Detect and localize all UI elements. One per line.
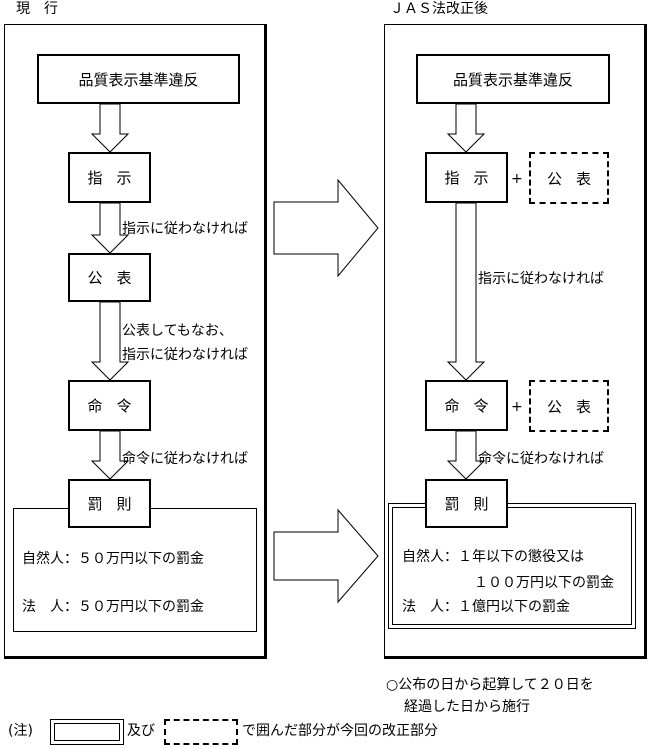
left-penalty-detail-box bbox=[13, 508, 257, 632]
note-prefix: (注) bbox=[8, 723, 33, 739]
right-instruction-box: 指示 bbox=[425, 152, 508, 203]
right-natural-person-penalty-1: 自然人：１年以下の懲役又は bbox=[402, 549, 584, 565]
right-publication-label-2: 公表 bbox=[546, 397, 605, 416]
transition-arrow bbox=[273, 508, 379, 604]
down-arrow bbox=[446, 430, 486, 480]
right-order-label: 命令 bbox=[444, 397, 503, 415]
left-order-box: 命令 bbox=[68, 380, 151, 431]
note-suffix: で囲んだ部分が今回の改正部分 bbox=[242, 723, 438, 739]
right-order-box: 命令 bbox=[425, 380, 508, 431]
left-penalty-box: 罰則 bbox=[68, 479, 151, 528]
right-heading: ＪＡＳ法改正後 bbox=[390, 1, 488, 17]
transition-arrow bbox=[273, 178, 379, 278]
right-condition-1: 指示に従わなければ bbox=[478, 271, 604, 287]
note-and: 及び bbox=[127, 723, 155, 739]
left-penalty-label: 罰則 bbox=[87, 495, 146, 513]
right-violation-box: 品質表示基準違反 bbox=[416, 54, 610, 104]
down-arrow bbox=[90, 301, 130, 381]
left-condition-3: 命令に従わなければ bbox=[122, 451, 248, 467]
left-condition-2b: 指示に従わなければ bbox=[122, 347, 248, 363]
down-arrow bbox=[446, 202, 486, 381]
effective-date-line-1: ○公布の日から起算して２０日を bbox=[386, 677, 594, 693]
right-publication-label-1: 公表 bbox=[546, 169, 605, 188]
right-instruction-label: 指示 bbox=[444, 169, 503, 187]
left-corporation-penalty: 法 人：５０万円以下の罰金 bbox=[22, 599, 204, 615]
right-penalty-label: 罰則 bbox=[444, 495, 503, 513]
right-violation-label: 品質表示基準違反 bbox=[452, 70, 573, 89]
left-natural-person-penalty: 自然人：５０万円以下の罰金 bbox=[22, 551, 204, 567]
right-corporation-penalty: 法 人：１億円以下の罰金 bbox=[402, 599, 570, 615]
left-publication-box: 公表 bbox=[68, 253, 151, 302]
left-instruction-label: 指示 bbox=[87, 169, 146, 187]
left-condition-1: 指示に従わなければ bbox=[122, 221, 248, 237]
legend-solid-inner-box bbox=[54, 723, 120, 741]
left-violation-label: 品質表示基準違反 bbox=[78, 70, 199, 89]
left-violation-box: 品質表示基準違反 bbox=[37, 54, 240, 104]
right-publication-box-1: 公表 bbox=[529, 152, 609, 204]
left-instruction-box: 指示 bbox=[68, 152, 151, 203]
down-arrow bbox=[90, 430, 130, 480]
down-arrow bbox=[446, 103, 486, 153]
right-penalty-box: 罰則 bbox=[425, 479, 508, 528]
right-publication-box-2: 公表 bbox=[529, 380, 609, 432]
legend-solid-outer-box bbox=[50, 719, 124, 745]
right-plus-1: + bbox=[511, 171, 523, 187]
left-condition-2a: 公表してもなお、 bbox=[122, 323, 233, 339]
down-arrow bbox=[90, 103, 130, 153]
left-heading: 現 行 bbox=[16, 1, 58, 17]
down-arrow bbox=[90, 202, 130, 254]
legend-dashed-box bbox=[164, 719, 238, 745]
right-natural-person-penalty-2: １００万円以下の罰金 bbox=[474, 575, 614, 591]
right-plus-2: + bbox=[511, 399, 523, 415]
effective-date-line-2: 経過した日から施行 bbox=[404, 699, 530, 715]
left-publication-label: 公表 bbox=[87, 269, 146, 287]
right-condition-2: 命令に従わなければ bbox=[478, 451, 604, 467]
left-order-label: 命令 bbox=[87, 397, 146, 415]
